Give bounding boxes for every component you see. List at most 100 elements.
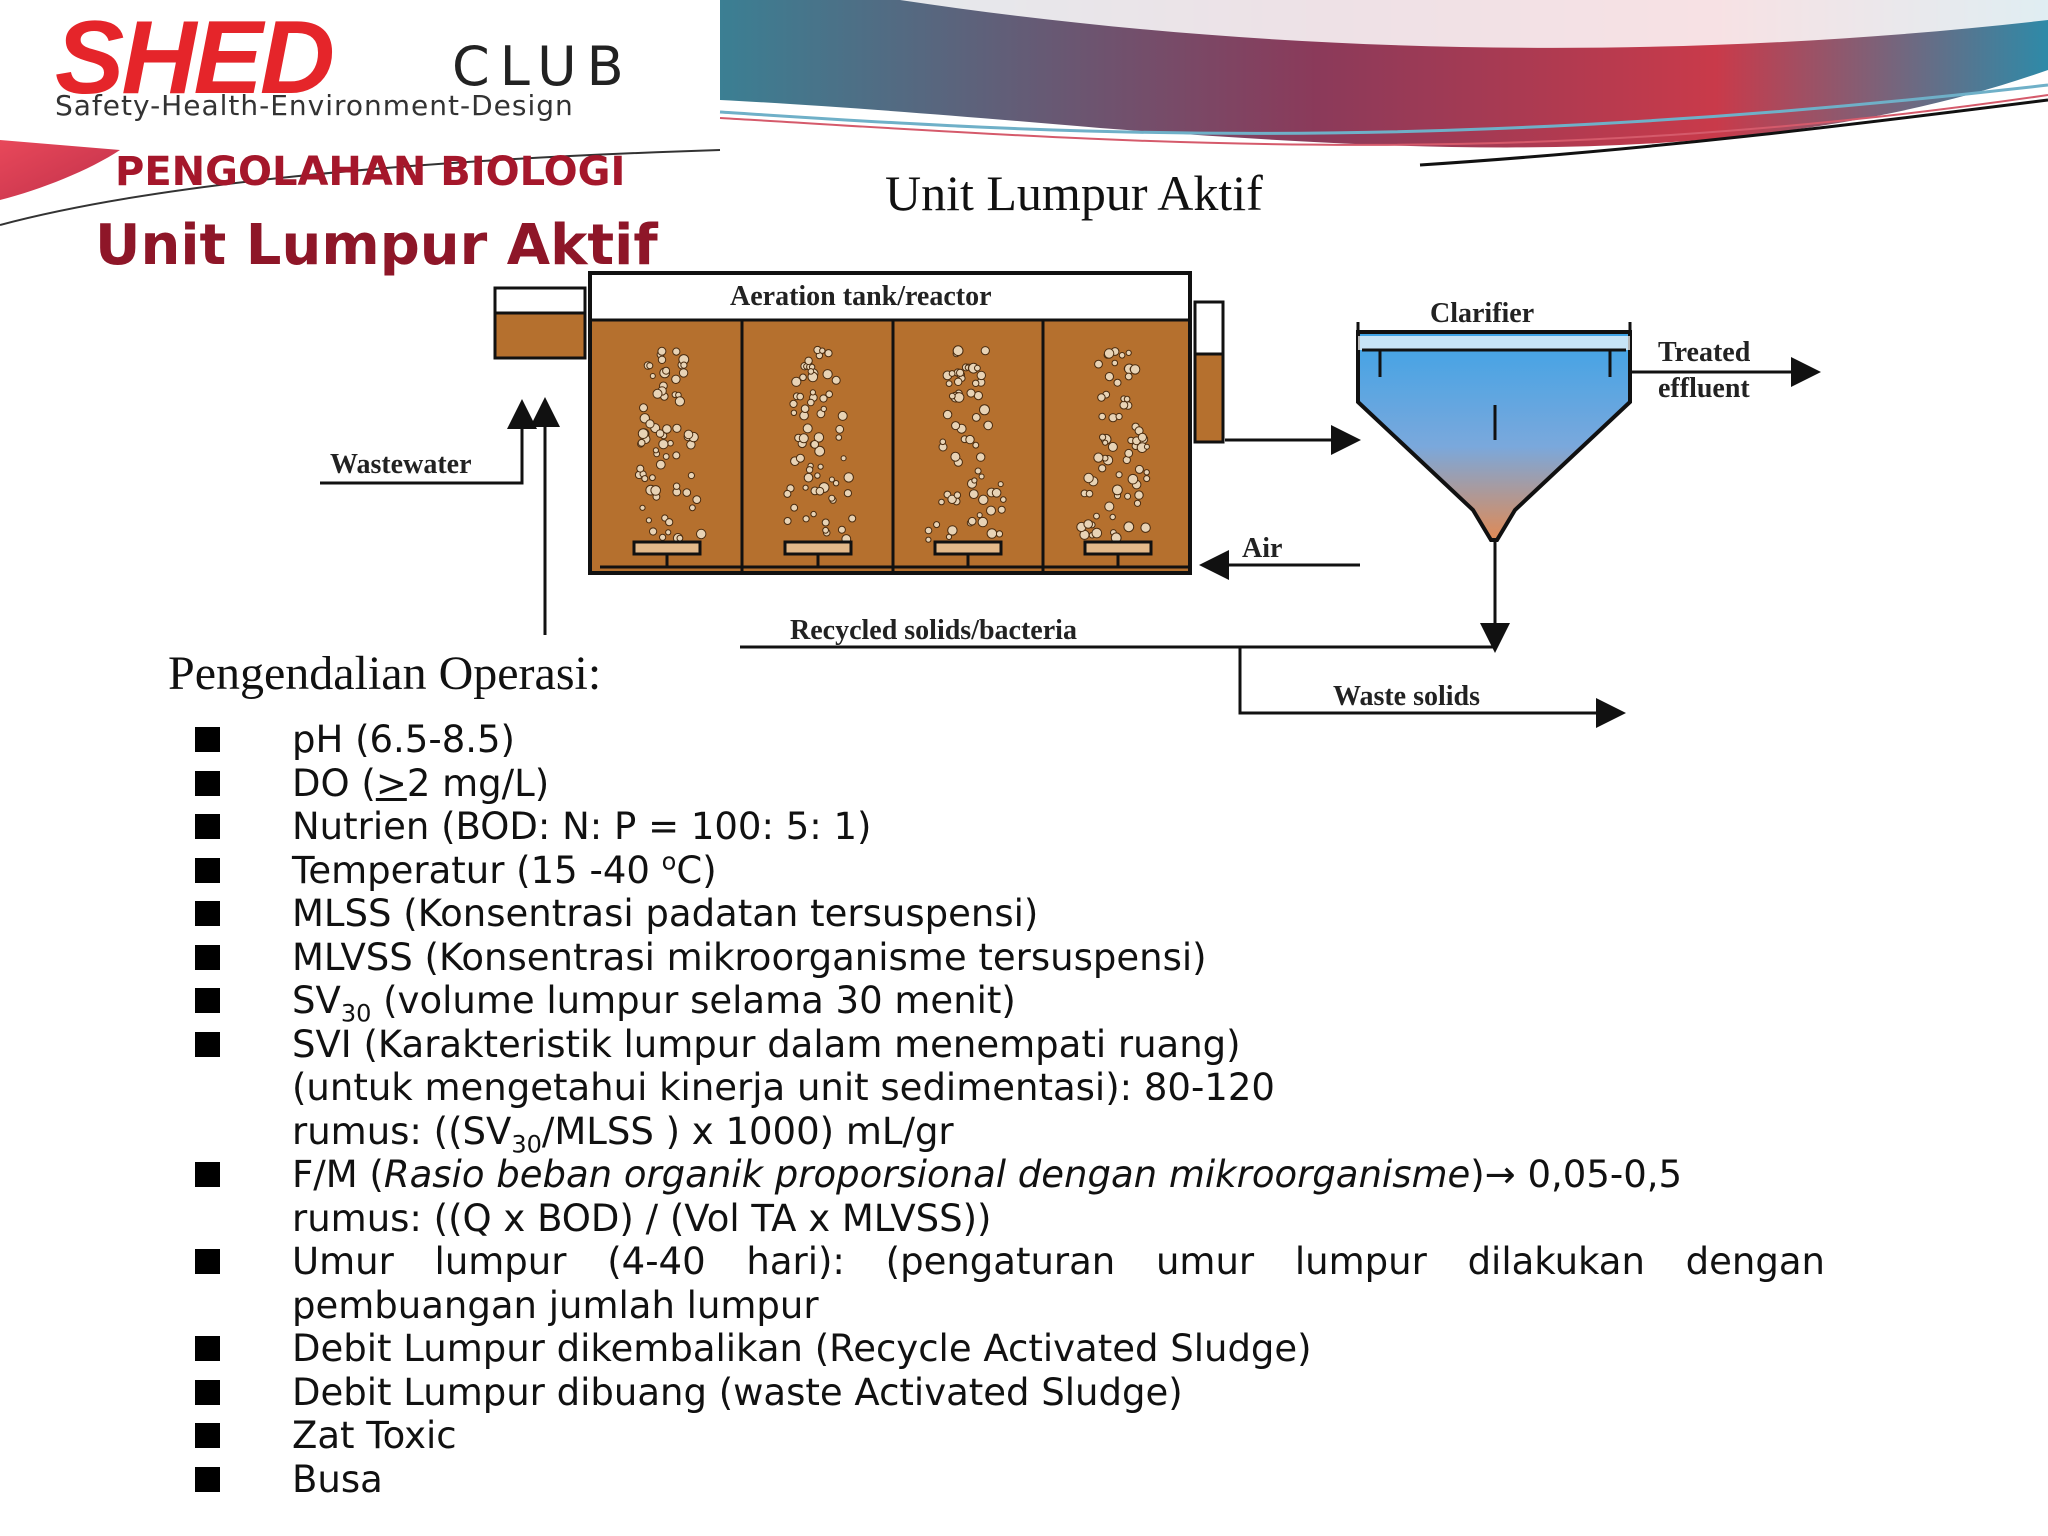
- bullet-icon: [195, 1379, 220, 1405]
- air-bubble: [659, 533, 667, 541]
- air-bubble: [798, 433, 809, 444]
- air-bubble: [1124, 448, 1134, 458]
- air-bubble: [641, 475, 649, 483]
- inlet-chamber: [493, 286, 587, 360]
- air-bubble: [1115, 412, 1123, 421]
- label-waste-solids: Waste solids: [1333, 681, 1480, 712]
- air-bubble: [1111, 359, 1119, 367]
- air-bubble: [942, 409, 953, 420]
- air-bubble: [1143, 443, 1150, 450]
- diffuser: [1083, 540, 1153, 556]
- air-bubble: [672, 423, 682, 433]
- air-bubble: [1000, 496, 1007, 503]
- bullet-icon: [195, 770, 220, 796]
- air-bubble: [832, 480, 840, 487]
- air-bubble: [947, 525, 958, 536]
- air-bubble: [815, 486, 825, 496]
- air-bubble: [1104, 372, 1115, 382]
- air-bubble: [1134, 490, 1144, 500]
- activated-sludge-diagram: Aeration tank/reactor Clarifier Treated …: [320, 271, 1821, 728]
- air-bubble: [1123, 521, 1135, 533]
- air-bubble: [837, 525, 846, 534]
- air-bubble: [1083, 519, 1094, 529]
- air-bubble: [991, 488, 1002, 498]
- air-bubble: [966, 388, 976, 398]
- air-bubble: [938, 498, 945, 506]
- air-bubble: [974, 467, 982, 475]
- label-wastewater: Wastewater: [330, 449, 472, 480]
- air-bubble: [953, 491, 962, 499]
- air-bubble: [948, 392, 956, 400]
- diffuser: [783, 540, 853, 556]
- list-item: SV30 (volume lumpur selama 30 menit): [195, 979, 1825, 1025]
- air-bubble: [831, 375, 841, 385]
- air-bubble: [662, 453, 670, 460]
- air-bubble: [649, 373, 656, 379]
- air-bubble: [986, 528, 998, 539]
- air-bubble: [952, 345, 964, 357]
- air-bubble: [825, 390, 834, 398]
- air-bubble: [972, 441, 980, 449]
- bullet-icon: [195, 1162, 220, 1187]
- air-bubble: [950, 451, 961, 462]
- air-bubble: [973, 391, 984, 401]
- air-bubble: [1098, 464, 1107, 473]
- air-bubble: [978, 473, 985, 480]
- air-bubble: [1098, 412, 1107, 421]
- air-bubble: [1093, 452, 1104, 463]
- air-bubble: [819, 347, 826, 354]
- air-bubble: [662, 424, 672, 434]
- header-banner-decoration: [0, 0, 2048, 226]
- air-bubble: [692, 495, 702, 505]
- air-bubble: [1127, 473, 1139, 485]
- air-bubble: [687, 471, 695, 480]
- air-bubble: [1123, 395, 1131, 403]
- air-bubble: [945, 533, 953, 540]
- air-bubble: [822, 369, 833, 380]
- air-bubble: [1133, 499, 1142, 507]
- bullet-icon: [195, 944, 220, 970]
- air-diffusers: [600, 540, 1190, 569]
- air-bubble: [980, 346, 990, 356]
- air-bubble: [790, 503, 799, 512]
- list-item: MLVSS (Konsentrasi mikroorganisme tersus…: [195, 936, 1825, 980]
- air-bubble: [947, 494, 957, 505]
- air-bubble: [810, 440, 820, 449]
- air-bubble: [678, 368, 689, 378]
- air-bubble: [1113, 378, 1122, 387]
- air-bubble: [1103, 348, 1115, 359]
- air-bubble: [672, 482, 681, 490]
- bullet-icon: [195, 814, 220, 839]
- list-item: SVI (Karakteristik lumpur dalam menempat…: [195, 1023, 1825, 1156]
- air-bubble: [1083, 472, 1094, 484]
- air-bubble: [974, 364, 981, 372]
- air-bubble: [821, 518, 830, 527]
- air-bubble: [1134, 464, 1144, 474]
- air-bubble: [1104, 501, 1115, 512]
- air-bubble: [649, 527, 658, 536]
- air-bubble: [848, 514, 857, 523]
- air-bubble: [1119, 400, 1129, 410]
- air-bubble: [652, 388, 663, 399]
- air-bubble: [976, 370, 986, 381]
- air-bubble: [1143, 475, 1151, 483]
- air-bubble: [662, 366, 671, 375]
- air-bubble: [683, 429, 694, 440]
- air-bubble: [791, 376, 802, 387]
- air-bubble: [837, 410, 848, 421]
- air-bubble: [951, 421, 961, 431]
- logo-club: CLUB: [452, 35, 634, 98]
- bullet-icon: [195, 727, 220, 752]
- air-bubble: [1115, 471, 1123, 479]
- air-bubble: [820, 405, 827, 413]
- air-bubble: [983, 420, 994, 431]
- air-bubble: [646, 362, 654, 370]
- air-bubble: [682, 488, 692, 497]
- list-item: Temperatur (15 -40 oC): [195, 849, 1825, 893]
- air-bubble: [676, 534, 684, 542]
- air-bubble: [652, 447, 659, 454]
- air-bubble: [976, 512, 983, 519]
- air-bubble: [1094, 359, 1103, 369]
- air-bubble: [924, 526, 933, 535]
- bullet-icon: [195, 1031, 220, 1057]
